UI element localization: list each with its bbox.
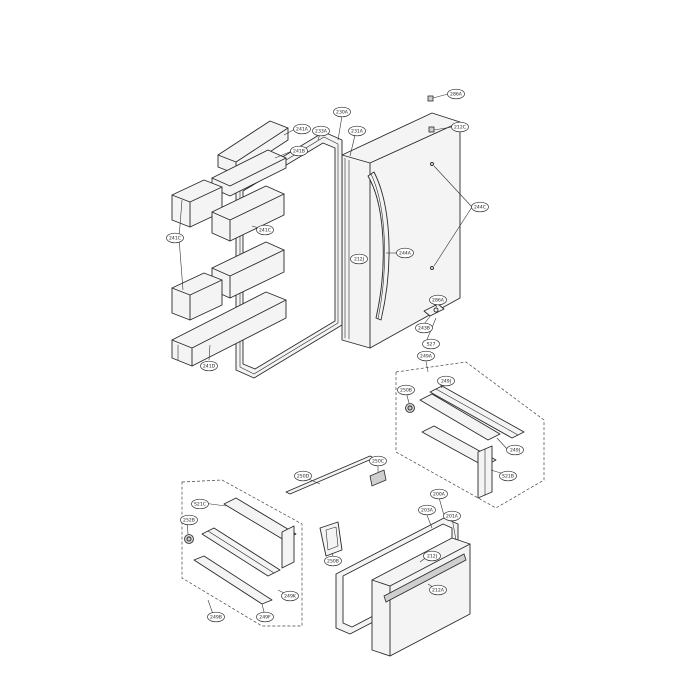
callout-label: S21B (502, 474, 514, 480)
callout-label: 212J (354, 257, 364, 263)
callout-label: 250B (400, 388, 412, 394)
callout-labels: 286A 212C 230A 231A 233A 241A 241B 241C … (169, 92, 520, 621)
center-cover (319, 521, 343, 557)
callout-label: 249B (210, 615, 222, 621)
callout-label: 249F (259, 615, 271, 621)
callout-label: 212J (427, 554, 437, 560)
callout-label: 241C (259, 228, 271, 234)
callout-label: 249K (284, 594, 297, 600)
callout-label: 243B (418, 326, 430, 332)
callout-label: 241B (293, 149, 305, 155)
callout-label: 231A (351, 129, 364, 135)
door-fastener-points (428, 126, 435, 270)
callout-bubbles (166, 88, 524, 623)
door-handle (367, 171, 390, 321)
door-bin-small-1 (171, 179, 223, 228)
callout-label: 244A (399, 251, 412, 257)
door-bin-small-2 (171, 272, 223, 321)
callout-label: 241A (296, 127, 309, 133)
callout-label: 241D (203, 364, 216, 370)
callout-label: 203A (421, 508, 434, 514)
callout-label: 250B (327, 559, 339, 565)
hinge-pin (427, 95, 434, 102)
callout-label: 200A (433, 492, 446, 498)
lower-hinge-bracket (423, 303, 445, 317)
callout-label: S21C (194, 502, 206, 508)
callout-label: 249J (510, 448, 520, 454)
callout-label: 233A (315, 129, 328, 135)
lower-rail-assembly (181, 479, 303, 627)
callout-label: 252B (183, 518, 195, 524)
callout-label: 250C (372, 459, 384, 465)
door-bin-mid-1 (211, 185, 285, 242)
callout-label: 286A (450, 92, 463, 98)
callout-label: 250D (297, 474, 310, 480)
door-bin-bottom-long (171, 291, 287, 367)
callout-label: S27 (427, 342, 436, 348)
callout-label: 230A (336, 110, 349, 116)
callout-label: 201A (446, 514, 459, 520)
callout-label: 212A (432, 588, 445, 594)
callout-label: 244C (474, 205, 486, 211)
center-clip (369, 469, 387, 487)
callout-label: 249J (441, 379, 451, 385)
fridge-door (341, 112, 461, 349)
upper-rail-assembly (395, 361, 545, 509)
callout-label: 212C (454, 125, 466, 131)
callout-label: 241C (169, 236, 181, 242)
freezer-drawer-door (371, 537, 471, 657)
callout-label: 286A (432, 298, 445, 304)
callout-label: 249A (420, 354, 433, 360)
